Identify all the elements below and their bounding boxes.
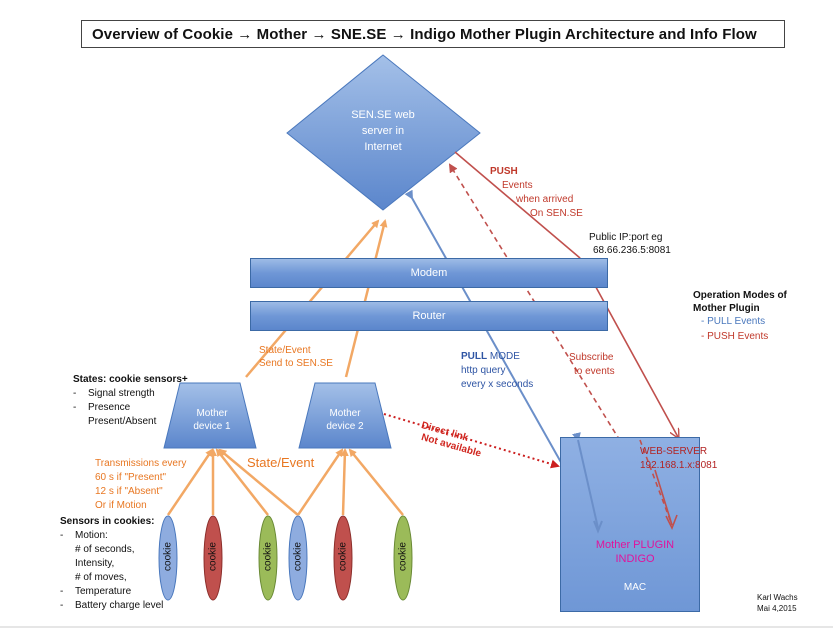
cookie-label: cookie [207, 542, 219, 571]
states-item-2: Presence [88, 402, 131, 413]
router-label: Router [412, 310, 446, 322]
operation-modes-title-1: Operation Modes of [693, 290, 787, 301]
direct-link-arrow [383, 413, 560, 469]
plugin-line-2: INDIGO [615, 553, 655, 565]
sensors-dash-3: - [60, 600, 64, 611]
arrow-state-right [344, 219, 388, 378]
cookie-to-mother-arrows [166, 448, 404, 516]
cookie-shape [333, 515, 353, 601]
sensors-dash-2: - [60, 586, 64, 597]
cookie-label: cookie [292, 542, 304, 571]
mother-device-1-shape [163, 382, 257, 449]
title-box: Overview of Cookie → Mother → SNE.SE → I… [81, 20, 785, 48]
operation-modes-title-2: Mother Plugin [693, 303, 760, 314]
sensors-motion: Motion: [75, 530, 108, 541]
subscribe-line-2: to events [574, 366, 615, 377]
transmissions-2: 60 s if "Present" [95, 472, 167, 483]
page-title: Overview of Cookie → Mother → SNE.SE → I… [92, 26, 757, 43]
cookie-shape [258, 515, 278, 601]
pull-mode: MODE [489, 351, 520, 362]
cookie-shape [288, 515, 308, 601]
subscribe-arrow [448, 163, 673, 526]
states-title: States: cookie sensors+ [73, 374, 188, 385]
cookie-shape [158, 515, 178, 601]
cookie-shape [393, 515, 413, 601]
push-title: PUSH [490, 166, 518, 177]
operation-mode-pull: - PULL Events [701, 316, 766, 327]
pull-title-bold: PULL [461, 351, 488, 362]
pull-title: PULL MODE [461, 351, 520, 362]
mother-2-label-2: device 2 [326, 421, 364, 432]
state-event-label: State/Event [247, 455, 315, 470]
states-item-1: Signal strength [88, 388, 155, 399]
push-arrow [454, 151, 581, 259]
push-line-2: when arrived [516, 194, 574, 205]
cookie-label: cookie [162, 542, 174, 571]
sensors-battery: Battery charge level [75, 600, 164, 611]
state-event-send-2: Send to SEN.SE [259, 358, 333, 369]
webserver-line-1: WEB-SERVER [640, 446, 708, 457]
subscribe-line-1: Subscribe [569, 352, 614, 363]
webserver-line-2: 192.168.1.x:8081 [640, 460, 718, 471]
server-label-3: Internet [364, 141, 402, 153]
push-line-3: On SEN.SE [530, 208, 583, 219]
mother-2-label-1: Mother [329, 408, 361, 419]
states-dash-1: - [73, 388, 77, 399]
sensors-temperature: Temperature [75, 586, 132, 597]
modem-bar: Modem [250, 258, 608, 288]
author-date: Mai 4,2015 [757, 604, 797, 613]
server-label-2: server in [361, 125, 405, 137]
sen-se-server-shape [286, 54, 481, 211]
transmissions-3: 12 s if "Absent" [95, 486, 163, 497]
server-label-1: SEN.SE web [351, 109, 415, 121]
public-ip-1: Public IP:port eg [589, 232, 663, 243]
states-dash-2: - [73, 402, 77, 413]
mother-device-2-shape [298, 382, 392, 449]
cookie-label: cookie [262, 542, 274, 571]
states-item-3: Present/Absent [88, 416, 157, 427]
state-event-send-1: State/Event [259, 345, 311, 356]
sensors-motion-2: Intensity, [75, 558, 115, 569]
mac-label: MAC [623, 582, 647, 593]
sensors-dash-1: - [60, 530, 64, 541]
router-bar: Router [250, 301, 608, 331]
sensors-motion-1: # of seconds, [75, 544, 135, 555]
mother-1-label-2: device 1 [193, 421, 231, 432]
operation-mode-push: - PUSH Events [701, 331, 769, 342]
modem-label: Modem [410, 267, 448, 279]
public-ip-2: 68.66.236.5:8081 [593, 245, 671, 256]
pull-line-1: http query [461, 365, 506, 376]
transmissions-1: Transmissions every [95, 458, 187, 469]
plugin-line-1: Mother PLUGIN [595, 539, 675, 551]
transmissions-4: Or if Motion [95, 500, 147, 511]
arrow-state-left [245, 219, 380, 378]
sensors-motion-3: # of moves, [75, 572, 127, 583]
sensors-title: Sensors in cookies: [60, 516, 155, 527]
author-name: Karl Wachs [757, 593, 798, 602]
cookies-group [158, 515, 413, 601]
cookie-label: cookie [397, 542, 409, 571]
cookie-shape [203, 515, 223, 601]
mother-1-label-1: Mother [196, 408, 228, 419]
cookie-label: cookie [337, 542, 349, 571]
pull-line-2: every x seconds [461, 379, 534, 390]
push-line-1: Events [502, 180, 533, 191]
